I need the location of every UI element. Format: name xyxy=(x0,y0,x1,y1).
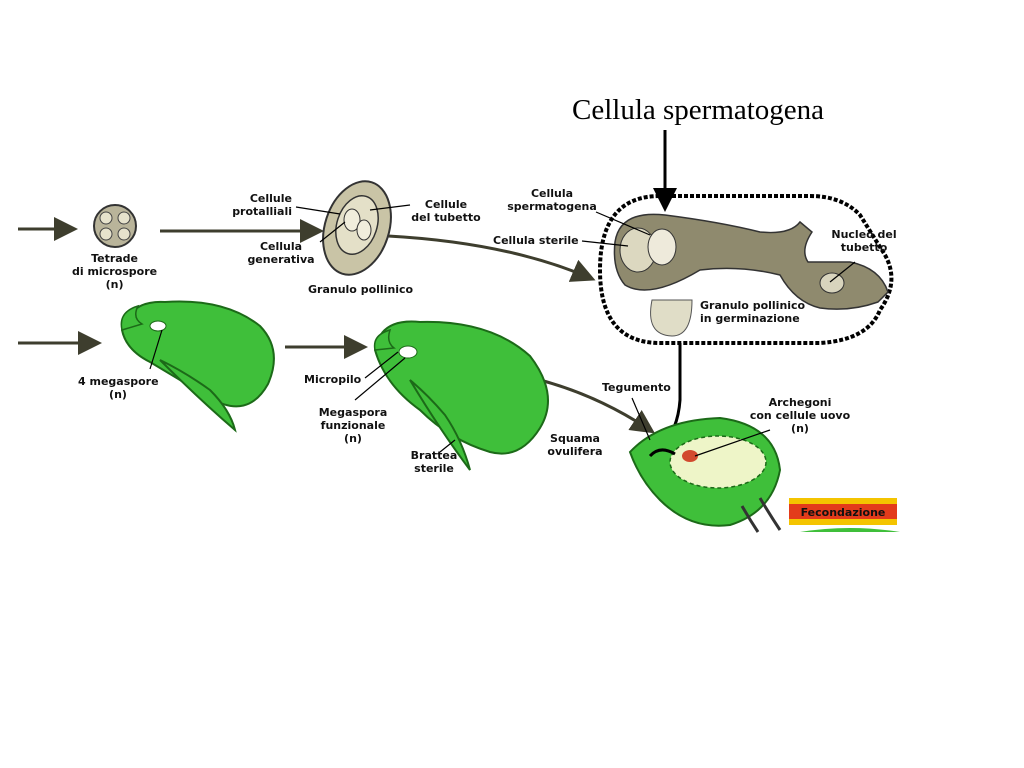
germinating-pollen-callout xyxy=(597,194,894,345)
label-micropilo: Micropilo xyxy=(304,373,362,386)
pollen-leader-lines xyxy=(295,204,411,243)
label-megaspora-funzionale-line2: funzionale xyxy=(320,419,386,432)
label-megaspora-funzionale-line1: Megaspora xyxy=(318,406,388,419)
label-tegumento: Tegumento xyxy=(602,381,671,394)
label-tetrade: Tetrade di microspore (n) xyxy=(72,252,157,291)
megaspore-leader xyxy=(149,329,163,370)
callout-leader-lines xyxy=(581,211,856,283)
label-brattea-sterile: Brattea sterile xyxy=(406,449,462,475)
label-granulo-germinazione: Granulo pollinico in germinazione xyxy=(700,299,805,325)
label-brattea-line2: sterile xyxy=(414,462,454,475)
label-megaspore: 4 megaspore (n) xyxy=(78,375,159,401)
arrow-pollen-to-germination xyxy=(387,234,596,282)
label-tetrade-line2: di microspore xyxy=(72,265,158,278)
ovule-scale xyxy=(373,320,549,471)
label-archegoni-ploidy: (n) xyxy=(791,422,809,435)
megaspore-scale xyxy=(120,300,275,433)
label-archegoni-line2: con cellule uovo xyxy=(749,409,851,422)
label-squama-line1: Squama xyxy=(550,432,600,445)
label-cellula-spermatogena-line2: spermatogena xyxy=(507,200,597,213)
fecondazione-label: Fecondazione xyxy=(800,506,886,519)
tetrad-of-microspores xyxy=(93,204,137,248)
fecondazione-banner: Fecondazione xyxy=(789,498,897,525)
green-band xyxy=(800,528,900,532)
label-megaspora-funzionale: Megaspora funzionale (n) xyxy=(312,406,394,445)
label-cellula-spermatogena-line1: Cellula xyxy=(530,187,574,200)
label-cellula-generativa-line1: Cellula xyxy=(259,240,303,253)
label-cellule-tubetto-line2: del tubetto xyxy=(411,211,481,224)
label-cellula-sterile: Cellula sterile xyxy=(493,234,579,247)
label-nucleo-tubetto: Nucleo del tubetto xyxy=(826,228,902,254)
label-megaspore-ploidy: (n) xyxy=(109,388,127,401)
label-squama-line2: ovulifera xyxy=(547,445,603,458)
label-tetrade-ploidy: (n) xyxy=(105,278,124,291)
label-cellula-generativa: Cellula generativa xyxy=(243,240,319,266)
label-nucleo-tubetto-line1: Nucleo del xyxy=(831,228,897,241)
pollen-grain xyxy=(322,180,392,276)
label-cellule-protalliali: Cellule protalliali xyxy=(220,192,292,218)
fertilization-leader-lines xyxy=(631,397,771,457)
label-brattea-line1: Brattea xyxy=(410,449,458,462)
label-cellule-protalliali-line2: protalliali xyxy=(232,205,292,218)
arrow-ovule-to-fertilization xyxy=(539,378,655,434)
label-cellule-tubetto-line1: Cellule xyxy=(424,198,468,211)
label-granulo-germinazione-line2: in germinazione xyxy=(700,312,800,325)
label-granulo-pollinico: Granulo pollinico xyxy=(308,283,414,296)
label-megaspora-funzionale-ploidy: (n) xyxy=(344,432,362,445)
ovule-leader-lines xyxy=(354,351,456,453)
label-cellula-spermatogena: Cellula spermatogena xyxy=(504,187,600,213)
label-cellule-tubetto: Cellule del tubetto xyxy=(406,198,486,224)
diagram-title: Cellula spermatogena xyxy=(572,94,825,126)
label-granulo-germinazione-line1: Granulo pollinico xyxy=(700,299,806,312)
label-nucleo-tubetto-line2: tubetto xyxy=(840,241,888,254)
label-archegoni-line1: Archegoni xyxy=(768,396,832,409)
label-cellule-protalliali-line1: Cellule xyxy=(249,192,292,205)
label-archegoni: Archegoni con cellule uovo (n) xyxy=(744,396,856,435)
label-megaspore-line1: 4 megaspore xyxy=(78,375,159,388)
label-tetrade-line1: Tetrade xyxy=(91,252,139,265)
fertilization-ovule xyxy=(628,416,782,533)
label-squama-ovulifera: Squama ovulifera xyxy=(540,432,610,458)
label-cellula-generativa-line2: generativa xyxy=(247,253,315,266)
